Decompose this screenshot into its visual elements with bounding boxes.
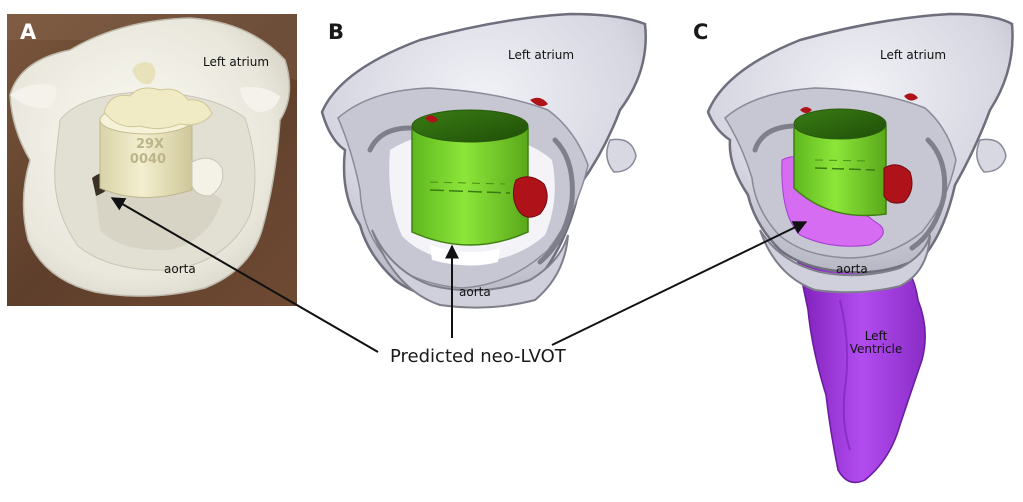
panel-c-aorta-label: aorta bbox=[836, 262, 868, 276]
panel-a-left-atrium-label: Left atrium bbox=[203, 55, 270, 69]
panel-a-aorta-label: aorta bbox=[164, 262, 196, 276]
panel-c-valve-cylinder bbox=[793, 125, 887, 217]
arrow-to-panel-c bbox=[551, 221, 808, 346]
panel-a-letter: A bbox=[20, 20, 37, 44]
left-ventricle-label-line-2: Ventricle bbox=[849, 342, 903, 356]
panel-b-left-atrium-label: Left atrium bbox=[508, 48, 575, 62]
printed-valve bbox=[99, 119, 193, 198]
panel-b-aorta-label: aorta bbox=[459, 285, 491, 299]
panel-c-left-atrium-label: Left atrium bbox=[880, 48, 947, 62]
left-ventricle-label: Left Ventricle bbox=[846, 330, 906, 356]
panel-b-calcium bbox=[512, 176, 548, 218]
panel-b-valve-cylinder bbox=[411, 127, 529, 246]
stamp-line-1: 29X bbox=[136, 137, 164, 152]
arrow-to-panel-a bbox=[110, 197, 379, 353]
left-ventricle-label-line-1: Left bbox=[864, 329, 888, 343]
panel-c-letter: C bbox=[693, 20, 709, 44]
stamp-line-2: 0040 bbox=[130, 152, 166, 167]
panel-c-calcium bbox=[883, 164, 913, 204]
panel-b-letter: B bbox=[328, 20, 345, 44]
predicted-neo-lvot-callout: Predicted neo-LVOT bbox=[390, 346, 566, 367]
